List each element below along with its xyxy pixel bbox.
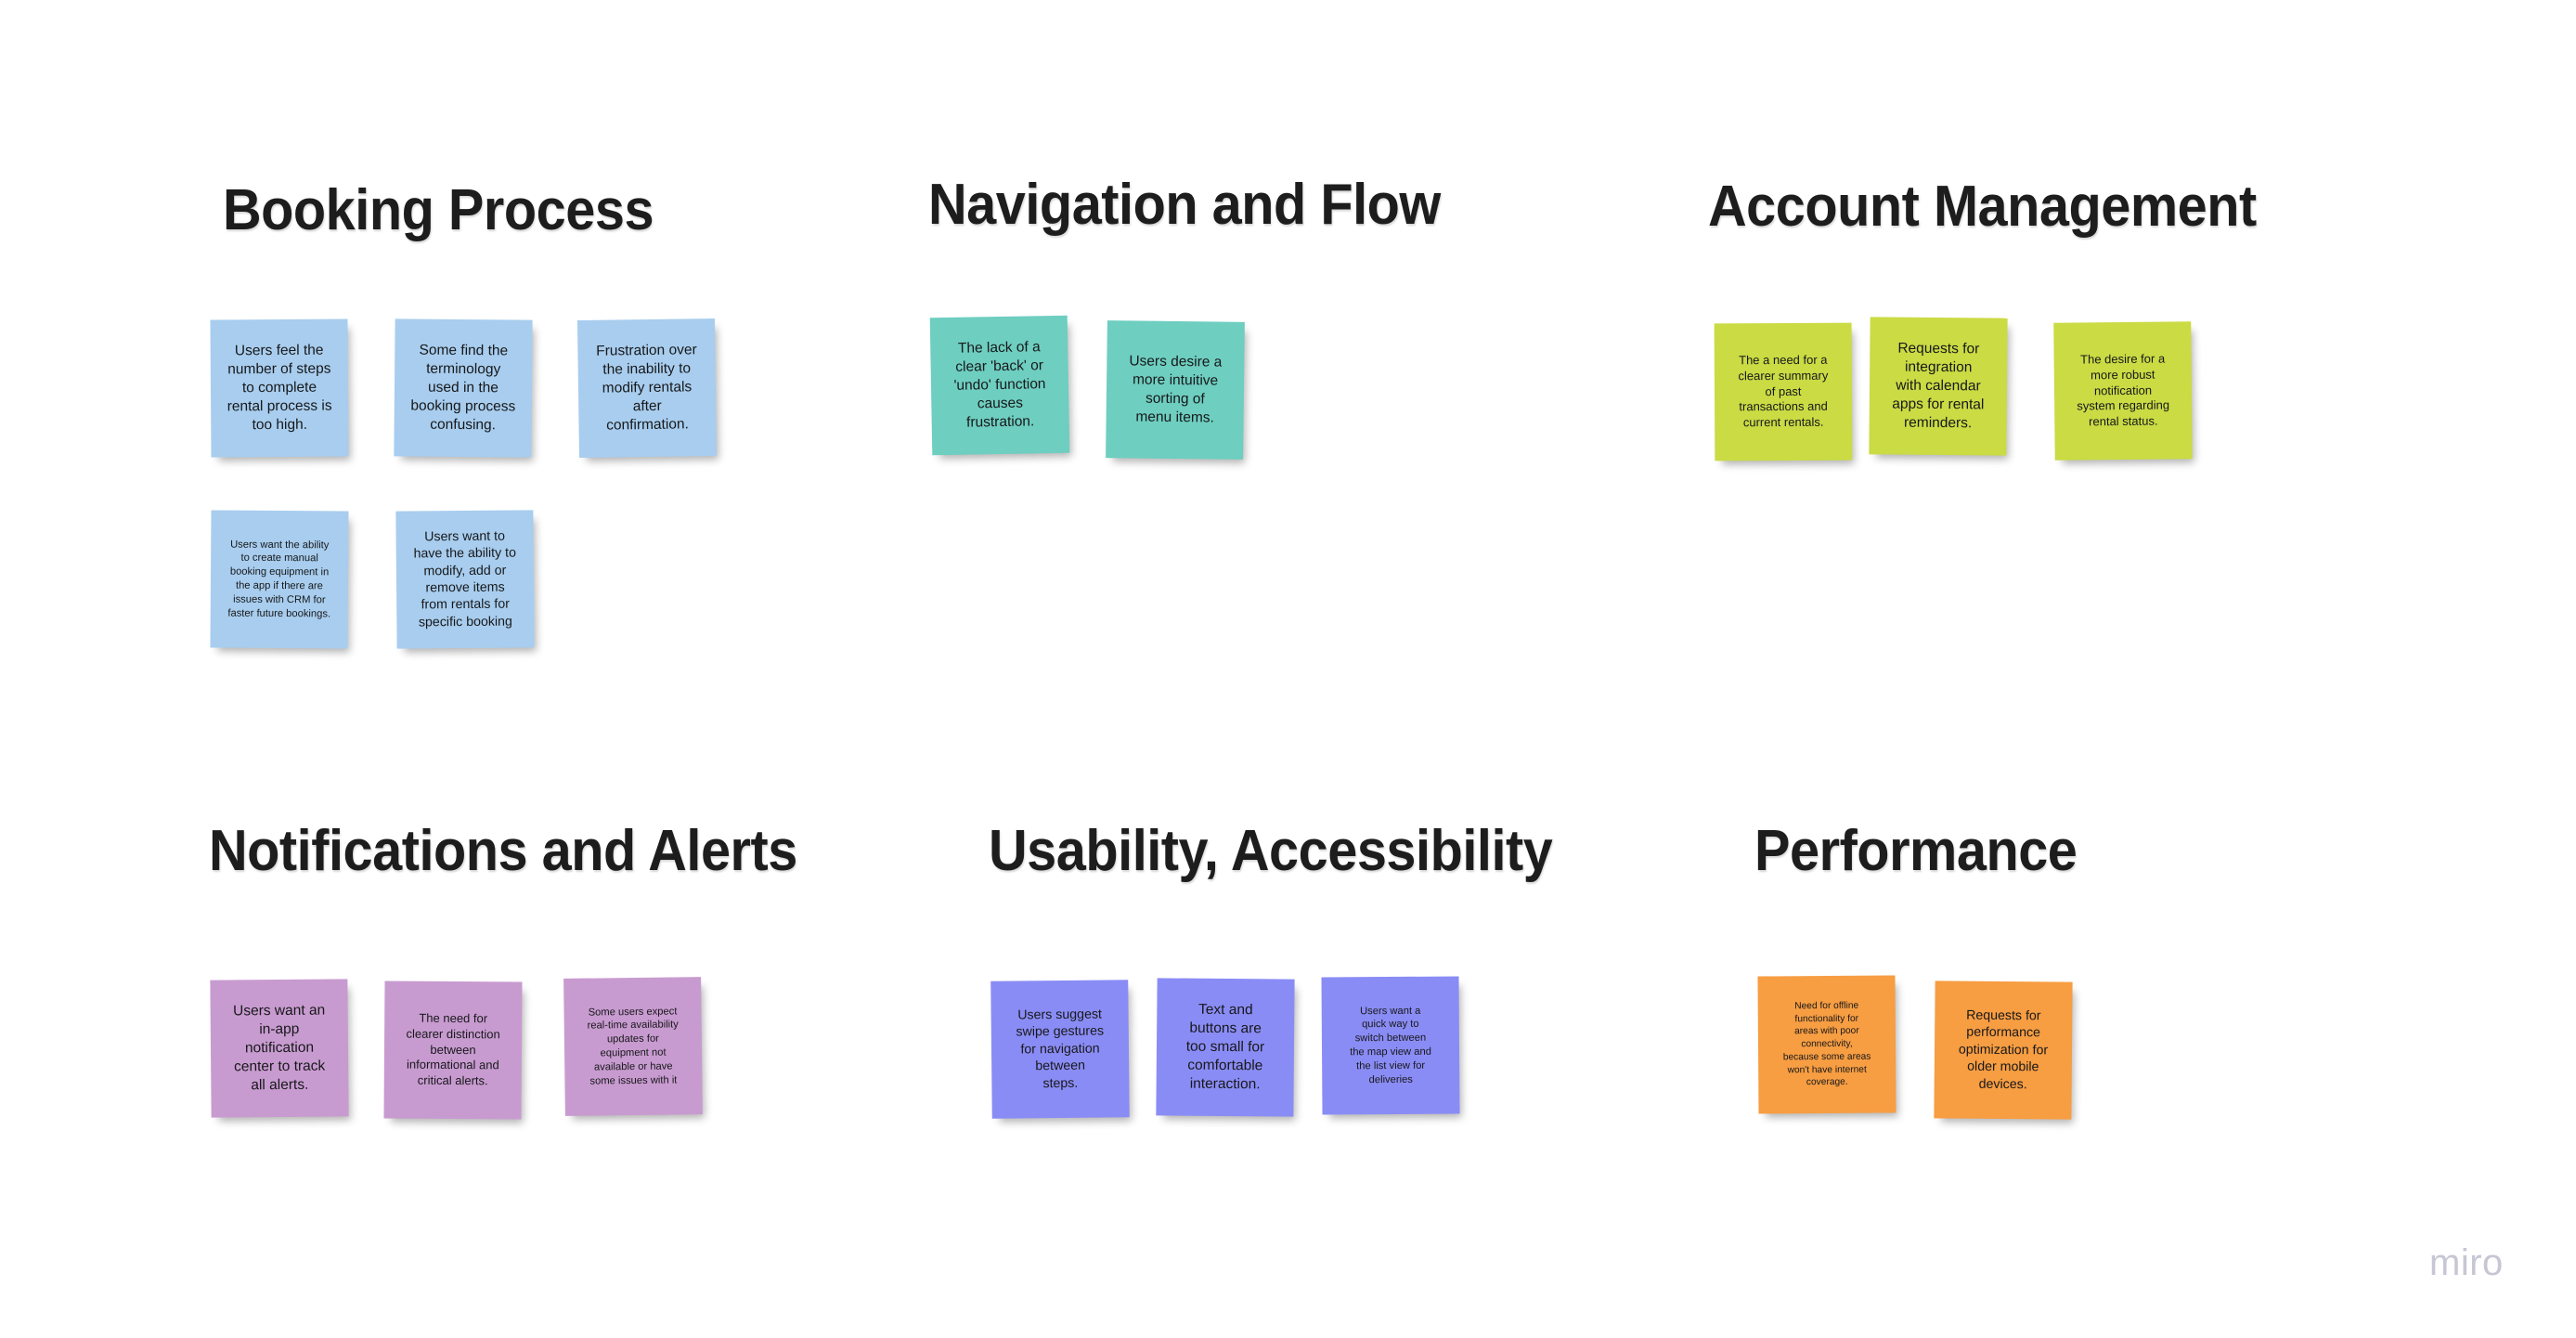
miro-watermark: miro <box>2429 1242 2504 1283</box>
section-title-navigation-and-flow[interactable]: Navigation and Flow <box>928 173 1441 237</box>
sticky-note-text: Some find the terminology used in the bo… <box>410 343 516 434</box>
sticky-note[interactable]: Users desire a more intuitive sorting of… <box>1106 320 1245 460</box>
sticky-note-text: Requests for performance optimization fo… <box>1958 1007 2049 1092</box>
sticky-note-text: The desire for a more robust notificatio… <box>2077 351 2170 429</box>
sticky-note[interactable]: Requests for integration with calendar a… <box>1869 317 2008 456</box>
sticky-note-text: Text and buttons are too small for comfo… <box>1185 1002 1265 1093</box>
sticky-note-text: Some users expect real-time availability… <box>587 1006 679 1087</box>
sticky-note-text: Users want a quick way to switch between… <box>1350 1005 1431 1085</box>
sticky-note[interactable]: Some find the terminology used in the bo… <box>394 318 533 458</box>
sticky-note-text: Frustration over the inability to modify… <box>596 342 697 434</box>
sticky-note[interactable]: Text and buttons are too small for comfo… <box>1156 978 1295 1117</box>
sticky-note[interactable]: The a need for a clearer summary of past… <box>1714 322 1853 461</box>
section-title-booking-process[interactable]: Booking Process <box>223 178 654 242</box>
sticky-note-text: Need for offline functionality for areas… <box>1782 1000 1871 1088</box>
sticky-note[interactable]: Some users expect real-time availability… <box>563 977 703 1116</box>
sticky-note[interactable]: The lack of a clear 'back' or 'undo' fun… <box>929 315 1070 456</box>
sticky-note-text: Users want the ability to create manual … <box>227 539 331 619</box>
section-title-notifications-and-alerts[interactable]: Notifications and Alerts <box>209 819 797 883</box>
sticky-note-text: The a need for a clearer summary of past… <box>1738 352 1829 430</box>
sticky-note[interactable]: Need for offline functionality for areas… <box>1757 975 1896 1114</box>
sticky-note[interactable]: Users want a quick way to switch between… <box>1321 976 1460 1115</box>
sticky-note[interactable]: The need for clearer distinction between… <box>383 981 523 1120</box>
sticky-note-text: Users want an in-app notification center… <box>233 1002 326 1094</box>
sticky-note[interactable]: Users want an in-app notification center… <box>210 979 349 1118</box>
sticky-note[interactable]: Users suggest swipe gestures for navigat… <box>990 980 1130 1119</box>
sticky-note-text: Users suggest swipe gestures for navigat… <box>1016 1007 1105 1091</box>
sticky-note[interactable]: The desire for a more robust notificatio… <box>2053 321 2193 461</box>
sticky-note-text: Users want to have the ability to modify… <box>413 528 517 630</box>
sticky-note[interactable]: Users want to have the ability to modify… <box>395 510 535 649</box>
sticky-note-text: Requests for integration with calendar a… <box>1892 341 1985 432</box>
sticky-note-text: The need for clearer distinction between… <box>406 1010 500 1088</box>
sticky-note[interactable]: Frustration over the inability to modify… <box>576 318 718 459</box>
section-title-usability-accessibility[interactable]: Usability, Accessibility <box>989 819 1553 883</box>
sticky-note[interactable]: Users feel the number of steps to comple… <box>210 318 349 458</box>
sticky-note-text: The lack of a clear 'back' or 'undo' fun… <box>953 339 1046 431</box>
section-title-account-management[interactable]: Account Management <box>1708 175 2257 239</box>
sticky-note-text: Users desire a more intuitive sorting of… <box>1129 353 1223 426</box>
section-title-performance[interactable]: Performance <box>1754 819 2078 883</box>
sticky-note[interactable]: Users want the ability to create manual … <box>210 510 349 649</box>
sticky-note[interactable]: Requests for performance optimization fo… <box>1934 981 2073 1120</box>
sticky-note-text: Users feel the number of steps to comple… <box>227 343 332 433</box>
